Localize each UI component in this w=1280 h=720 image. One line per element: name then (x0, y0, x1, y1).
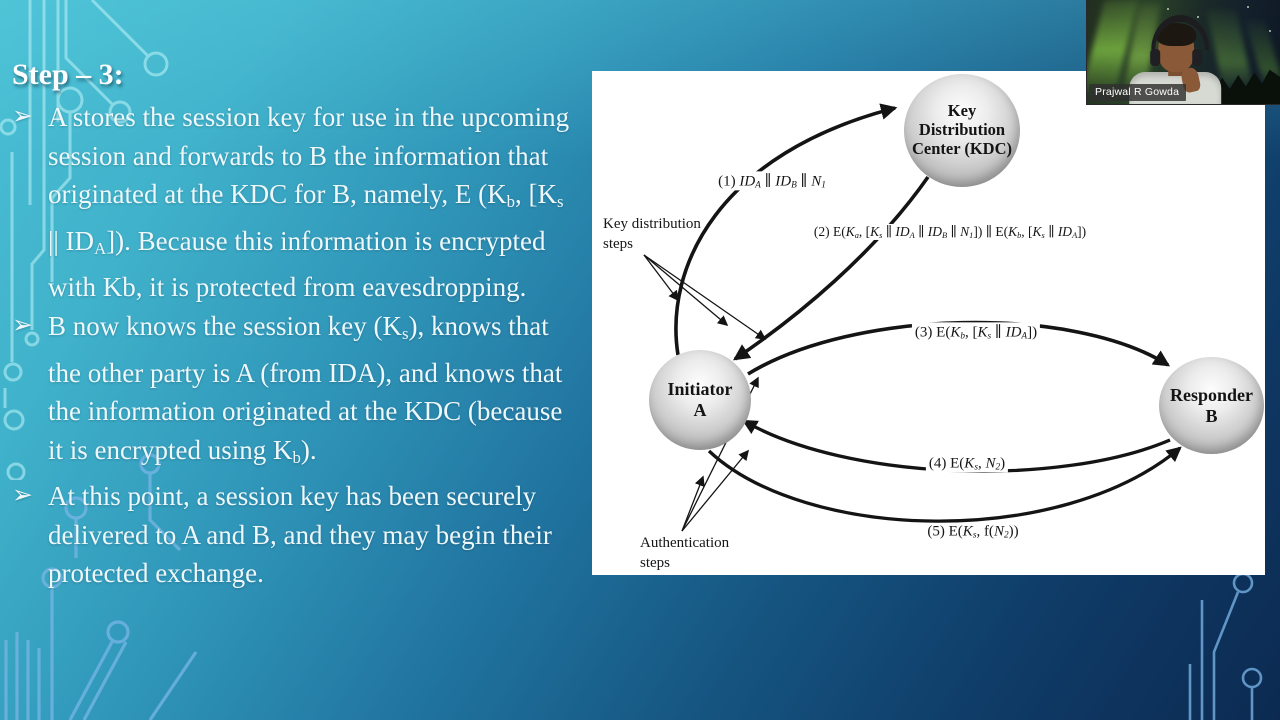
slide-heading: Step – 3: (12, 58, 124, 91)
bullet-item-2: ➢ B now knows the session key (Ks), know… (10, 307, 576, 477)
star-dot (1197, 16, 1199, 18)
headphones-icon (1151, 15, 1210, 50)
arrow-msg2-kdc-to-a (732, 175, 930, 361)
auth-line1: Authentication (640, 535, 730, 551)
bullet-arrow-icon: ➢ (12, 311, 33, 339)
label-authentication-steps: Authentication steps (640, 533, 729, 574)
node-a-line1: Initiator (667, 379, 733, 400)
pointer-keydist-to-msg2 (643, 254, 729, 327)
node-b-line2: B (1205, 405, 1218, 426)
label-msg4: (4) E(Ks, N2) (925, 455, 1009, 473)
node-kdc-line3: Center (KDC) (911, 138, 1013, 158)
label-msg1: (1) IDA ∥ IDB ∥ N1 (715, 171, 829, 191)
node-kdc: Key Distribution Center (KDC) (904, 74, 1020, 187)
node-b-line1: Responder (1169, 384, 1253, 405)
bullet-text-1: A stores the session key for use in the … (48, 102, 570, 303)
keydist-line1: Key distribution (603, 216, 701, 232)
node-kdc-line1: Key (947, 101, 977, 121)
headphone-earcup-left (1150, 49, 1161, 66)
label-msg5: (5) E(Ks, f(N2)) (924, 523, 1022, 541)
bullet-item-3: ➢ At this point, a session key has been … (10, 477, 576, 593)
star-dot (1247, 6, 1249, 8)
bullet-arrow-icon: ➢ (12, 103, 33, 130)
star-dot (1269, 30, 1271, 32)
node-initiator-a: Initiator A (649, 350, 751, 450)
arrow-msg1-a-to-kdc (674, 103, 898, 356)
kdc-diagram-panel: Key Distribution Center (KDC) Initiator … (592, 71, 1265, 575)
arrow-msg5-a-to-b (707, 446, 1182, 523)
participant-name-tag: Prajwal R Gowda (1089, 84, 1187, 101)
node-responder-b: Responder B (1159, 357, 1264, 454)
node-kdc-line2: Distribution (918, 120, 1006, 140)
bullet-arrow-icon: ➢ (12, 482, 33, 510)
bullet-item-1: ➢ A stores the session key for use in th… (10, 98, 576, 307)
bullet-text-3: At this point, a session key has been se… (48, 481, 552, 589)
pointer-keydist-to-msg1 (643, 254, 679, 302)
pointer-keydist-to-msg3 (643, 254, 767, 340)
label-key-distribution-steps: Key distribution steps (603, 214, 701, 255)
slide-text-column: Step – 3: ➢ A stores the session key for… (10, 58, 576, 593)
bullet-text-2: B now knows the session key (Ks), knows … (48, 310, 563, 467)
label-msg2: (2) E(Ka, [Ks ∥ IDA ∥ IDB ∥ N1]) ∥ E(Kb,… (810, 223, 1090, 241)
webcam-video-tile[interactable]: Prajwal R Gowda (1086, 0, 1280, 105)
node-a-line2: A (693, 400, 707, 420)
auth-line2: steps (640, 555, 670, 572)
pointer-auth-to-msg5 (681, 475, 705, 532)
pointer-auth-to-msg4 (681, 449, 749, 532)
star-dot (1167, 8, 1169, 10)
keydist-line2: steps (603, 236, 633, 253)
label-msg3: (3) E(Kb, [Ks ∥ IDA]) (911, 322, 1041, 342)
headphone-earcup-right (1192, 49, 1203, 66)
